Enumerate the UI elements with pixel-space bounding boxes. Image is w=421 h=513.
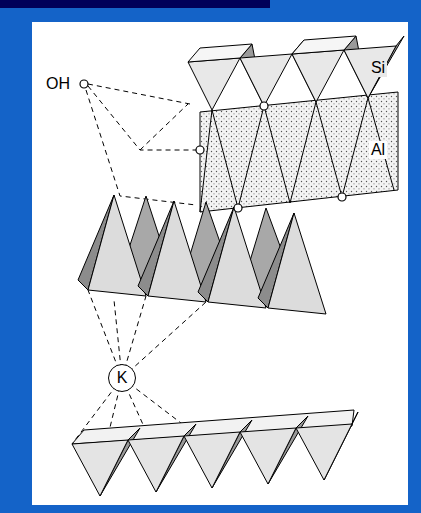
oh-dashed-lines: [86, 84, 200, 205]
atom-label: Al: [369, 141, 387, 159]
white-panel: [32, 22, 408, 505]
octahedral-sheet: [200, 92, 398, 212]
ion-symbol: K: [117, 369, 128, 387]
title-bar: [0, 0, 270, 8]
top-tetrahedral-sheet: [188, 36, 404, 110]
bottom-tetrahedral-sheet: [72, 410, 358, 496]
group-label: OH: [44, 75, 72, 93]
middle-tetrahedral-sheet: [78, 195, 326, 314]
atom-label: Si: [369, 59, 387, 77]
oh-sites: [80, 80, 346, 212]
ion-circle: K: [108, 364, 136, 392]
